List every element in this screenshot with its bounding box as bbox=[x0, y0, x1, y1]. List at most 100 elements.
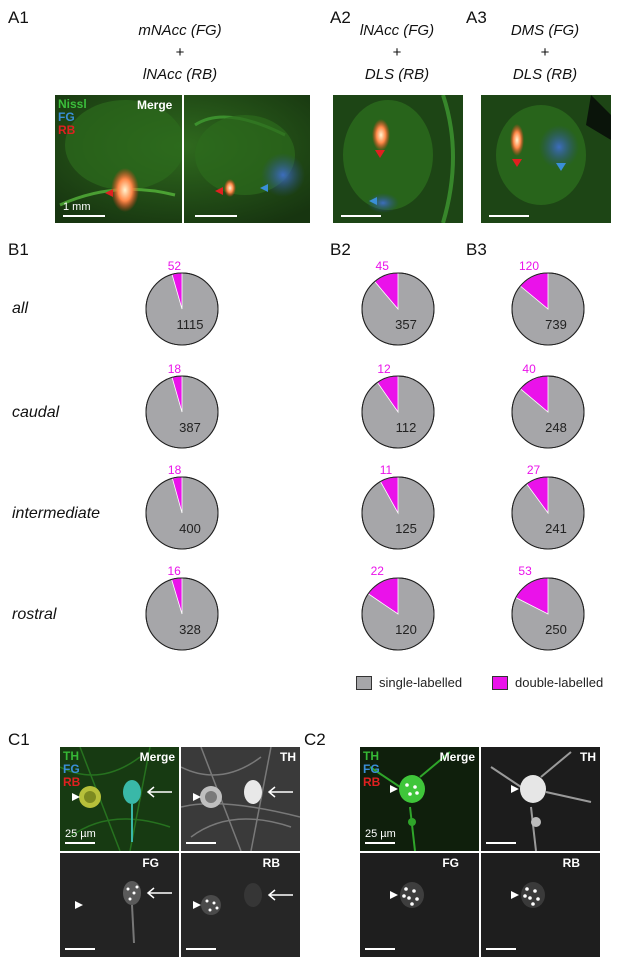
arrowhead-blue-icon bbox=[260, 184, 268, 192]
pie-outline bbox=[145, 476, 219, 550]
pie-label-single: 250 bbox=[545, 622, 567, 637]
c2-merge-tag: Merge bbox=[439, 750, 475, 764]
c1-merge-svg bbox=[60, 747, 172, 851]
legend-double: double-labelled bbox=[515, 675, 604, 690]
channel-fg: FG bbox=[58, 110, 75, 124]
c2-rb-tag: RB bbox=[562, 856, 580, 870]
pie-b3-intermediate: 27 241 bbox=[511, 463, 585, 550]
c2-merge-svg bbox=[365, 751, 451, 851]
panel-label-c1: C1 bbox=[8, 730, 30, 749]
arrowhead-white-icon bbox=[193, 901, 201, 909]
pie-label-single: 125 bbox=[395, 521, 417, 536]
a2-micrograph-image bbox=[333, 95, 463, 223]
pie-label-double: 16 bbox=[167, 564, 181, 578]
c1-rb-image: RB bbox=[181, 853, 300, 957]
pie-outline bbox=[145, 577, 219, 651]
a1-title: mNAcc (FG) + lNAcc (RB) bbox=[110, 20, 250, 86]
pie-label-double: 52 bbox=[168, 259, 182, 273]
c2-th-tag: TH bbox=[580, 750, 596, 764]
pie-label-double: 120 bbox=[519, 259, 539, 273]
channel-fg: FG bbox=[363, 762, 380, 776]
pie-label-single: 112 bbox=[396, 420, 417, 435]
pie-label-single: 241 bbox=[545, 521, 567, 536]
pie-label-double: 12 bbox=[377, 362, 391, 376]
pie-b2-intermediate: 11 125 bbox=[361, 463, 435, 550]
arrowhead-white-icon bbox=[390, 785, 398, 793]
pie-outline bbox=[361, 476, 435, 550]
channel-rb: RB bbox=[63, 775, 81, 789]
pie-outline bbox=[361, 272, 435, 346]
pie-label-single: 387 bbox=[179, 420, 201, 435]
channel-th: TH bbox=[363, 749, 379, 763]
arrowhead-white-icon bbox=[75, 901, 83, 909]
arrowhead-red-icon bbox=[512, 159, 522, 167]
pie-b1-rostral: 16 328 bbox=[145, 564, 219, 651]
pie-outline bbox=[361, 577, 435, 651]
c1-rb-tag: RB bbox=[262, 856, 280, 870]
a2-title-line1: lNAcc (FG) bbox=[359, 22, 435, 39]
c2-fg-image: FG bbox=[360, 853, 479, 957]
a1-channel-labels: Nissl FG RB bbox=[58, 98, 87, 137]
pie-label-single: 1115 bbox=[177, 317, 204, 332]
pie-outline bbox=[511, 577, 585, 651]
panel-label-b1: B1 bbox=[8, 240, 29, 259]
c1-channel-labels: TH FG RB bbox=[63, 750, 80, 789]
pie-label-double: 27 bbox=[527, 463, 541, 477]
a1-scalebar bbox=[63, 215, 105, 217]
a3-title: DMS (FG) + DLS (RB) bbox=[478, 20, 612, 86]
a3-title-line1: DMS (FG) bbox=[510, 22, 580, 39]
arrowhead-white-icon bbox=[390, 891, 398, 899]
pie-outline bbox=[145, 272, 219, 346]
c1-fg-svg bbox=[65, 881, 172, 950]
pie-outline bbox=[511, 476, 585, 550]
row-label-all: all bbox=[12, 300, 29, 317]
pie-chart-grid: 5211154535712073918387121124024818400111… bbox=[145, 259, 585, 651]
pie-b3-all: 120 739 bbox=[511, 259, 585, 346]
a1-title-plus: + bbox=[175, 44, 185, 61]
channel-nissl: Nissl bbox=[58, 97, 87, 111]
arrowhead-red-icon bbox=[105, 189, 113, 197]
c1-rb-svg bbox=[186, 883, 293, 950]
arrowhead-red-icon bbox=[215, 187, 223, 195]
panel-label-b3: B3 bbox=[466, 240, 487, 259]
a3-title-line2: DLS (RB) bbox=[512, 66, 578, 83]
c2-channel-labels: TH FG RB bbox=[363, 750, 380, 789]
arrow-left-icon bbox=[146, 786, 172, 798]
pie-label-single: 739 bbox=[545, 317, 567, 332]
a1-micrograph-image bbox=[55, 95, 310, 223]
a2-scalebar bbox=[341, 215, 381, 217]
a1-merge-tag: Merge bbox=[137, 98, 173, 112]
arrowhead-blue-icon bbox=[369, 197, 377, 205]
panel-label-a2: A2 bbox=[330, 8, 351, 27]
a1-scale-text: 1 mm bbox=[63, 201, 91, 213]
pie-label-single: 357 bbox=[395, 317, 417, 332]
pie-outline bbox=[511, 375, 585, 449]
c1-fg-tag: FG bbox=[142, 856, 159, 870]
panel-label-a1: A1 bbox=[8, 8, 29, 27]
arrowhead-white-icon bbox=[511, 891, 519, 899]
pie-label-double: 11 bbox=[380, 463, 393, 477]
c2-merge-image: TH FG RB Merge 25 µm bbox=[360, 747, 479, 851]
pie-label-double: 18 bbox=[168, 463, 182, 477]
channel-rb: RB bbox=[58, 123, 76, 137]
c2-rb-svg bbox=[486, 882, 545, 950]
c2-fg-tag: FG bbox=[442, 856, 459, 870]
c2-th-image: TH bbox=[481, 747, 600, 851]
c1-th-image: TH bbox=[181, 747, 300, 851]
row-label-caudal: caudal bbox=[12, 404, 60, 421]
a2-title: lNAcc (FG) + DLS (RB) bbox=[330, 20, 464, 86]
channel-rb: RB bbox=[363, 775, 381, 789]
c1-merge-image: TH FG RB Merge 25 µm bbox=[60, 747, 179, 851]
arrow-left-icon bbox=[267, 889, 293, 901]
pie-b1-all: 52 1115 bbox=[145, 259, 219, 346]
row-label-intermediate: intermediate bbox=[12, 505, 101, 522]
arrow-left-icon bbox=[267, 786, 293, 798]
panel-label-c2: C2 bbox=[304, 730, 326, 749]
pie-label-single: 328 bbox=[179, 622, 201, 637]
pie-label-double: 40 bbox=[522, 362, 536, 376]
a2-title-plus: + bbox=[392, 44, 402, 61]
